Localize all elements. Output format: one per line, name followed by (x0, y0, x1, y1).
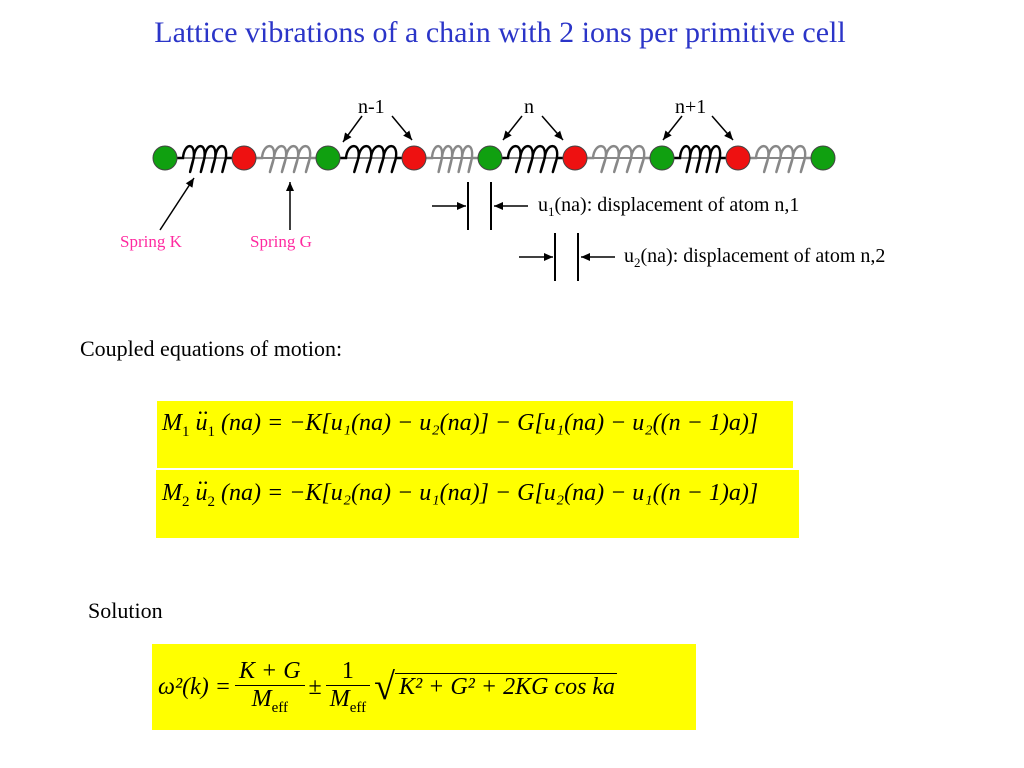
atom-type-1 (810, 145, 836, 171)
cell-label-n-minus-1: n-1 (358, 96, 385, 118)
arrow-n-plus-1-left (662, 115, 683, 141)
spring-k (340, 144, 402, 174)
equation-1-box (157, 401, 793, 468)
atom-type-1 (315, 145, 341, 171)
equation-2-rhs: (na) = −K[u₂(na) − u₁(na)] − G[u₂(na) − … (221, 480, 759, 506)
square-root: √K² + G² + 2KG cos ka (374, 666, 618, 708)
spring-g (750, 144, 811, 174)
equation-1: M1 ..u1 (na) = −K[u₁(na) − u₂(na)] − G[u… (162, 394, 759, 440)
arrow-n-right (541, 115, 564, 141)
atom-type-2 (562, 145, 588, 171)
page-title: Lattice vibrations of a chain with 2 ion… (154, 16, 846, 49)
cell-label-n: n (524, 96, 534, 118)
arrow-n-left (502, 115, 523, 141)
atom-type-2 (725, 145, 751, 171)
u2-displacement-label: u2(na): displacement of atom n,2 (624, 245, 886, 270)
spring-k (502, 144, 563, 174)
coupled-heading: Coupled equations of motion: (80, 336, 343, 361)
arrow-n-minus-1-right (391, 115, 413, 141)
atom-type-1 (477, 145, 503, 171)
spring-k (674, 144, 726, 174)
spring-k (177, 144, 232, 174)
arrow-n-plus-1-right (711, 115, 734, 141)
cell-label-n-plus-1: n+1 (675, 96, 707, 118)
atom-type-2 (231, 145, 257, 171)
fraction-k-plus-g: K + G Meff (234, 658, 305, 717)
spring-g (256, 144, 316, 174)
fraction-one-over-meff: 1 Meff (325, 658, 371, 717)
solution-equation: ω²(k) = K + G Meff ± 1 Meff √K² + G² + 2… (158, 657, 618, 717)
u1-displacement-label: u1(na): displacement of atom n,1 (538, 194, 800, 219)
equation-2-box (156, 470, 799, 538)
spring-g (587, 144, 650, 174)
equation-2: M2 ..u2 (na) = −K[u₂(na) − u₁(na)] − G[u… (162, 464, 759, 510)
spring-k-label: Spring K (120, 232, 182, 251)
arrow-spring-k (159, 177, 195, 231)
atom-type-2 (401, 145, 427, 171)
equation-1-rhs: (na) = −K[u₁(na) − u₂(na)] − G[u₁(na) − … (221, 410, 759, 436)
spring-g (426, 144, 478, 174)
arrow-n-minus-1-left (342, 115, 363, 143)
chain-diagram (152, 115, 836, 281)
atom-type-1 (649, 145, 675, 171)
solution-box (152, 644, 696, 730)
spring-g-label: Spring G (250, 232, 312, 251)
atom-type-1 (152, 145, 178, 171)
solution-heading: Solution (88, 598, 163, 623)
